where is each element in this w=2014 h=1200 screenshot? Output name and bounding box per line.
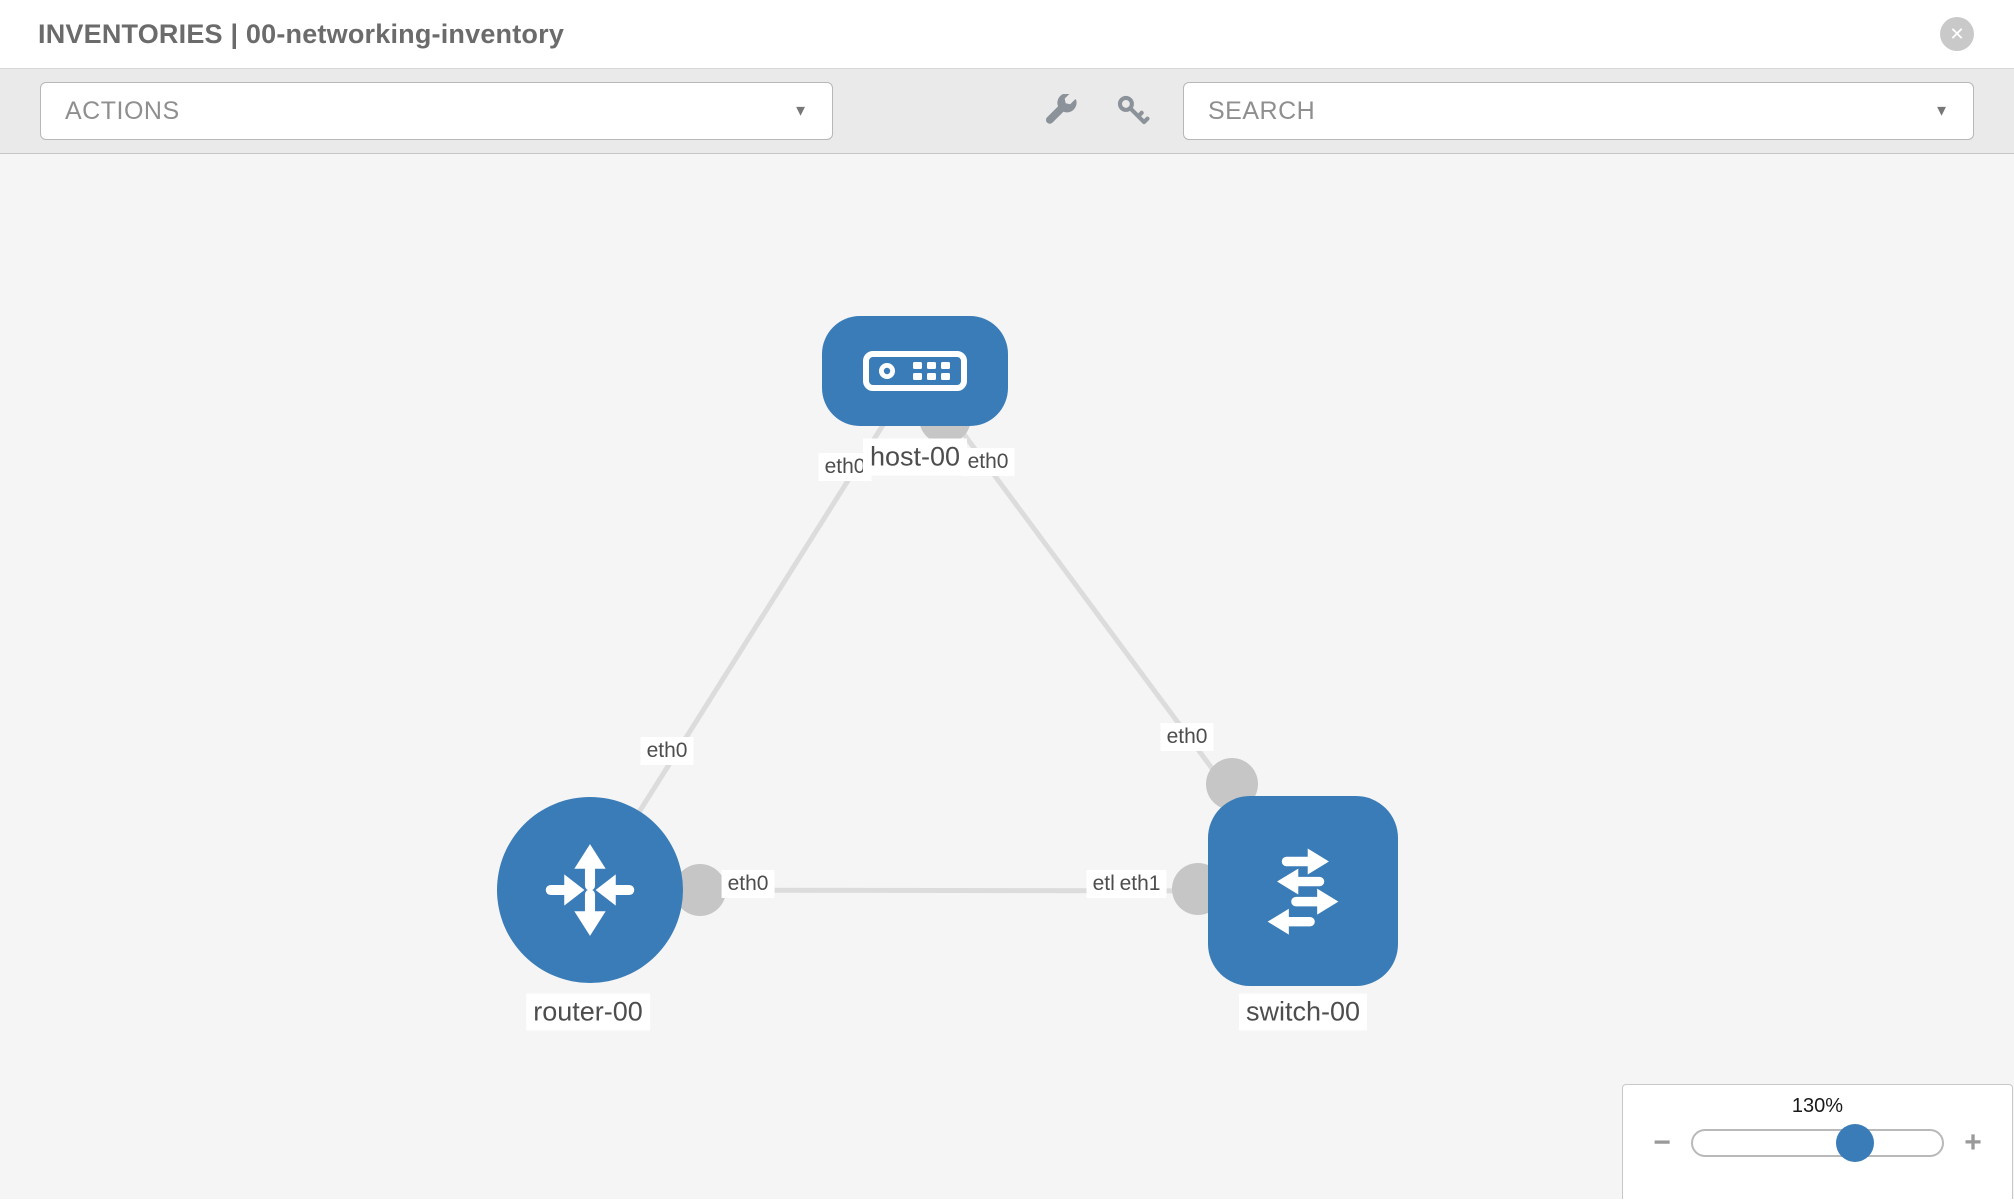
node-router-00[interactable] <box>497 797 683 983</box>
actions-dropdown[interactable]: ACTIONS ▼ <box>40 82 833 140</box>
topology-canvas[interactable]: eth0 eth0 eth0 eth0 eth0 eth0 eth1 host-… <box>0 154 2014 1199</box>
zoom-control-panel: 130% − + <box>1622 1084 2013 1199</box>
node-label-switch: switch-00 <box>1238 993 1368 1031</box>
search-dropdown-label: SEARCH <box>1208 96 1316 125</box>
plus-icon: + <box>1964 1126 1982 1159</box>
chevron-down-icon: ▼ <box>1934 102 1949 120</box>
interface-label: eth0 <box>640 737 694 765</box>
toolbar-icons <box>833 93 1151 129</box>
zoom-slider-track[interactable] <box>1691 1124 1944 1162</box>
search-dropdown[interactable]: SEARCH ▼ <box>1183 82 1974 140</box>
wrench-button[interactable] <box>1043 93 1079 129</box>
node-label-router: router-00 <box>526 993 650 1031</box>
interface-label: eth0 <box>721 870 775 898</box>
minus-icon: − <box>1653 1126 1671 1159</box>
zoom-slider-thumb[interactable] <box>1835 1124 1874 1162</box>
node-host-00[interactable] <box>822 316 1008 426</box>
close-button[interactable]: ✕ <box>1940 17 1974 51</box>
chevron-down-icon: ▼ <box>793 102 808 120</box>
interface-dot-router <box>674 864 726 916</box>
key-button[interactable] <box>1115 93 1151 129</box>
interface-label: eth1 <box>1113 870 1167 898</box>
zoom-in-button[interactable]: + <box>1960 1128 1986 1158</box>
wrench-icon <box>1046 94 1077 124</box>
router-icon <box>545 844 635 936</box>
header: INVENTORIES | 00-networking-inventory ✕ <box>0 0 2014 68</box>
zoom-out-button[interactable]: − <box>1649 1128 1675 1158</box>
toolbar: ACTIONS ▼ SEARCH ▼ <box>0 68 2014 154</box>
links-layer <box>587 369 1306 916</box>
node-label-host: host-00 <box>862 438 968 476</box>
key-icon <box>1117 95 1150 125</box>
switch-icon <box>1267 848 1339 935</box>
interface-label: eth0 <box>961 448 1015 476</box>
close-icon: ✕ <box>1949 24 1965 44</box>
page-title: INVENTORIES | 00-networking-inventory <box>38 18 565 49</box>
interface-label: eth0 <box>818 453 872 481</box>
zoom-level-value: 130% <box>1791 1095 1844 1117</box>
server-icon <box>863 351 967 391</box>
interface-label: eth0 <box>1160 723 1214 751</box>
actions-dropdown-label: ACTIONS <box>65 96 180 125</box>
node-switch-00[interactable] <box>1208 796 1398 986</box>
